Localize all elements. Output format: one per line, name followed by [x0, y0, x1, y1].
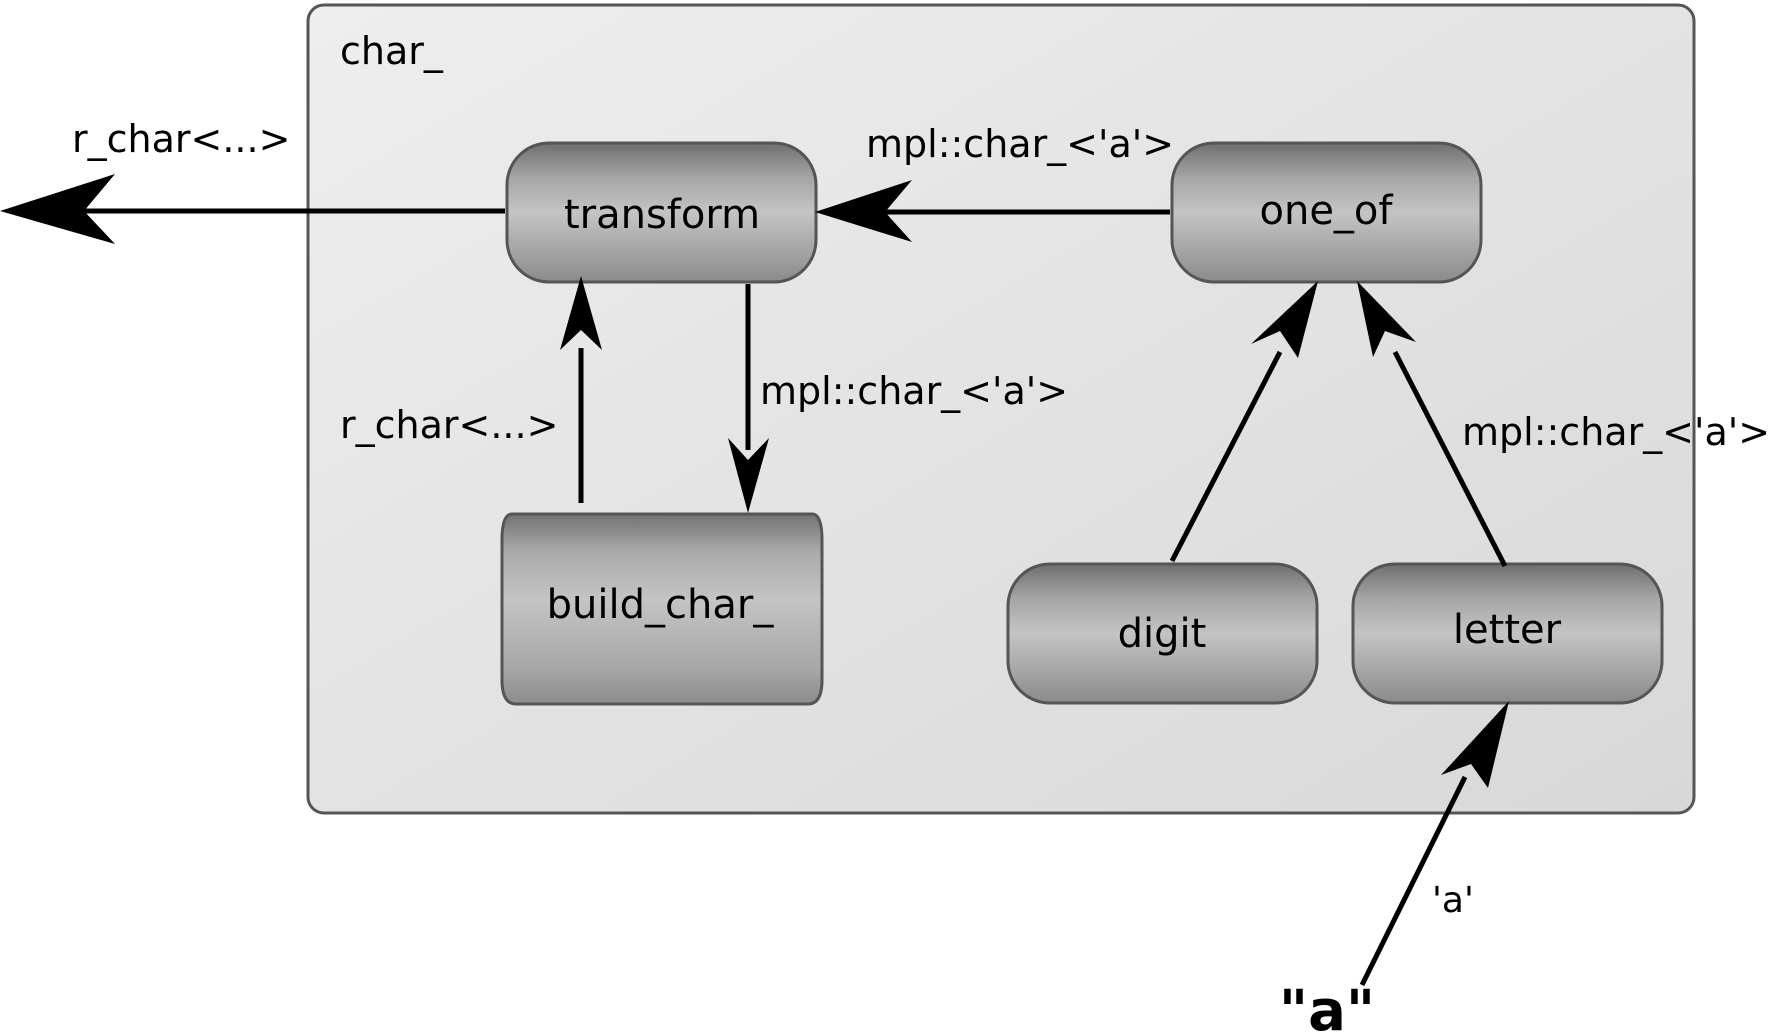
- node-one-of-label: one_of: [1260, 188, 1394, 234]
- node-one-of: one_of: [1170, 141, 1483, 284]
- arrowhead-digit-to-one-of: [1251, 281, 1318, 358]
- input-string: "a": [1279, 979, 1375, 1035]
- edge-label-transform-to-build-char: mpl::char_<'a'>: [760, 369, 1068, 413]
- node-digit: digit: [1006, 562, 1319, 705]
- edge-label-letter-to-one-of: mpl::char_<'a'>: [1462, 410, 1770, 454]
- arrowhead-transform-to-build-char: [728, 438, 769, 513]
- arrowhead-one-of-to-transform: [815, 180, 912, 242]
- node-transform-label: transform: [564, 192, 760, 238]
- node-letter: letter: [1351, 562, 1664, 705]
- arrowhead-build-char-to-transform: [560, 276, 602, 350]
- edge-letter-to-one-of-line: [1392, 350, 1508, 568]
- edge-label-build-char-to-transform: r_char<...>: [340, 403, 558, 447]
- edge-input-to-letter-line: [1359, 775, 1468, 987]
- container-title: char_: [340, 29, 444, 73]
- edge-label-input-to-letter: 'a': [1432, 880, 1474, 921]
- arrowhead-letter-to-one-of: [1357, 281, 1416, 357]
- edge-label-one-of-to-transform: mpl::char_<'a'>: [866, 122, 1174, 166]
- edge-digit-to-one-of-line: [1169, 350, 1283, 563]
- node-letter-label: letter: [1453, 607, 1562, 653]
- node-digit-label: digit: [1118, 611, 1207, 657]
- node-build-char-label: build_char_: [547, 582, 775, 628]
- node-build-char: build_char_: [500, 512, 824, 706]
- node-transform: transform: [505, 141, 818, 284]
- edge-label-output: r_char<...>: [72, 117, 290, 161]
- arrowhead-output: [0, 174, 115, 244]
- arrowhead-input-to-letter: [1441, 701, 1509, 788]
